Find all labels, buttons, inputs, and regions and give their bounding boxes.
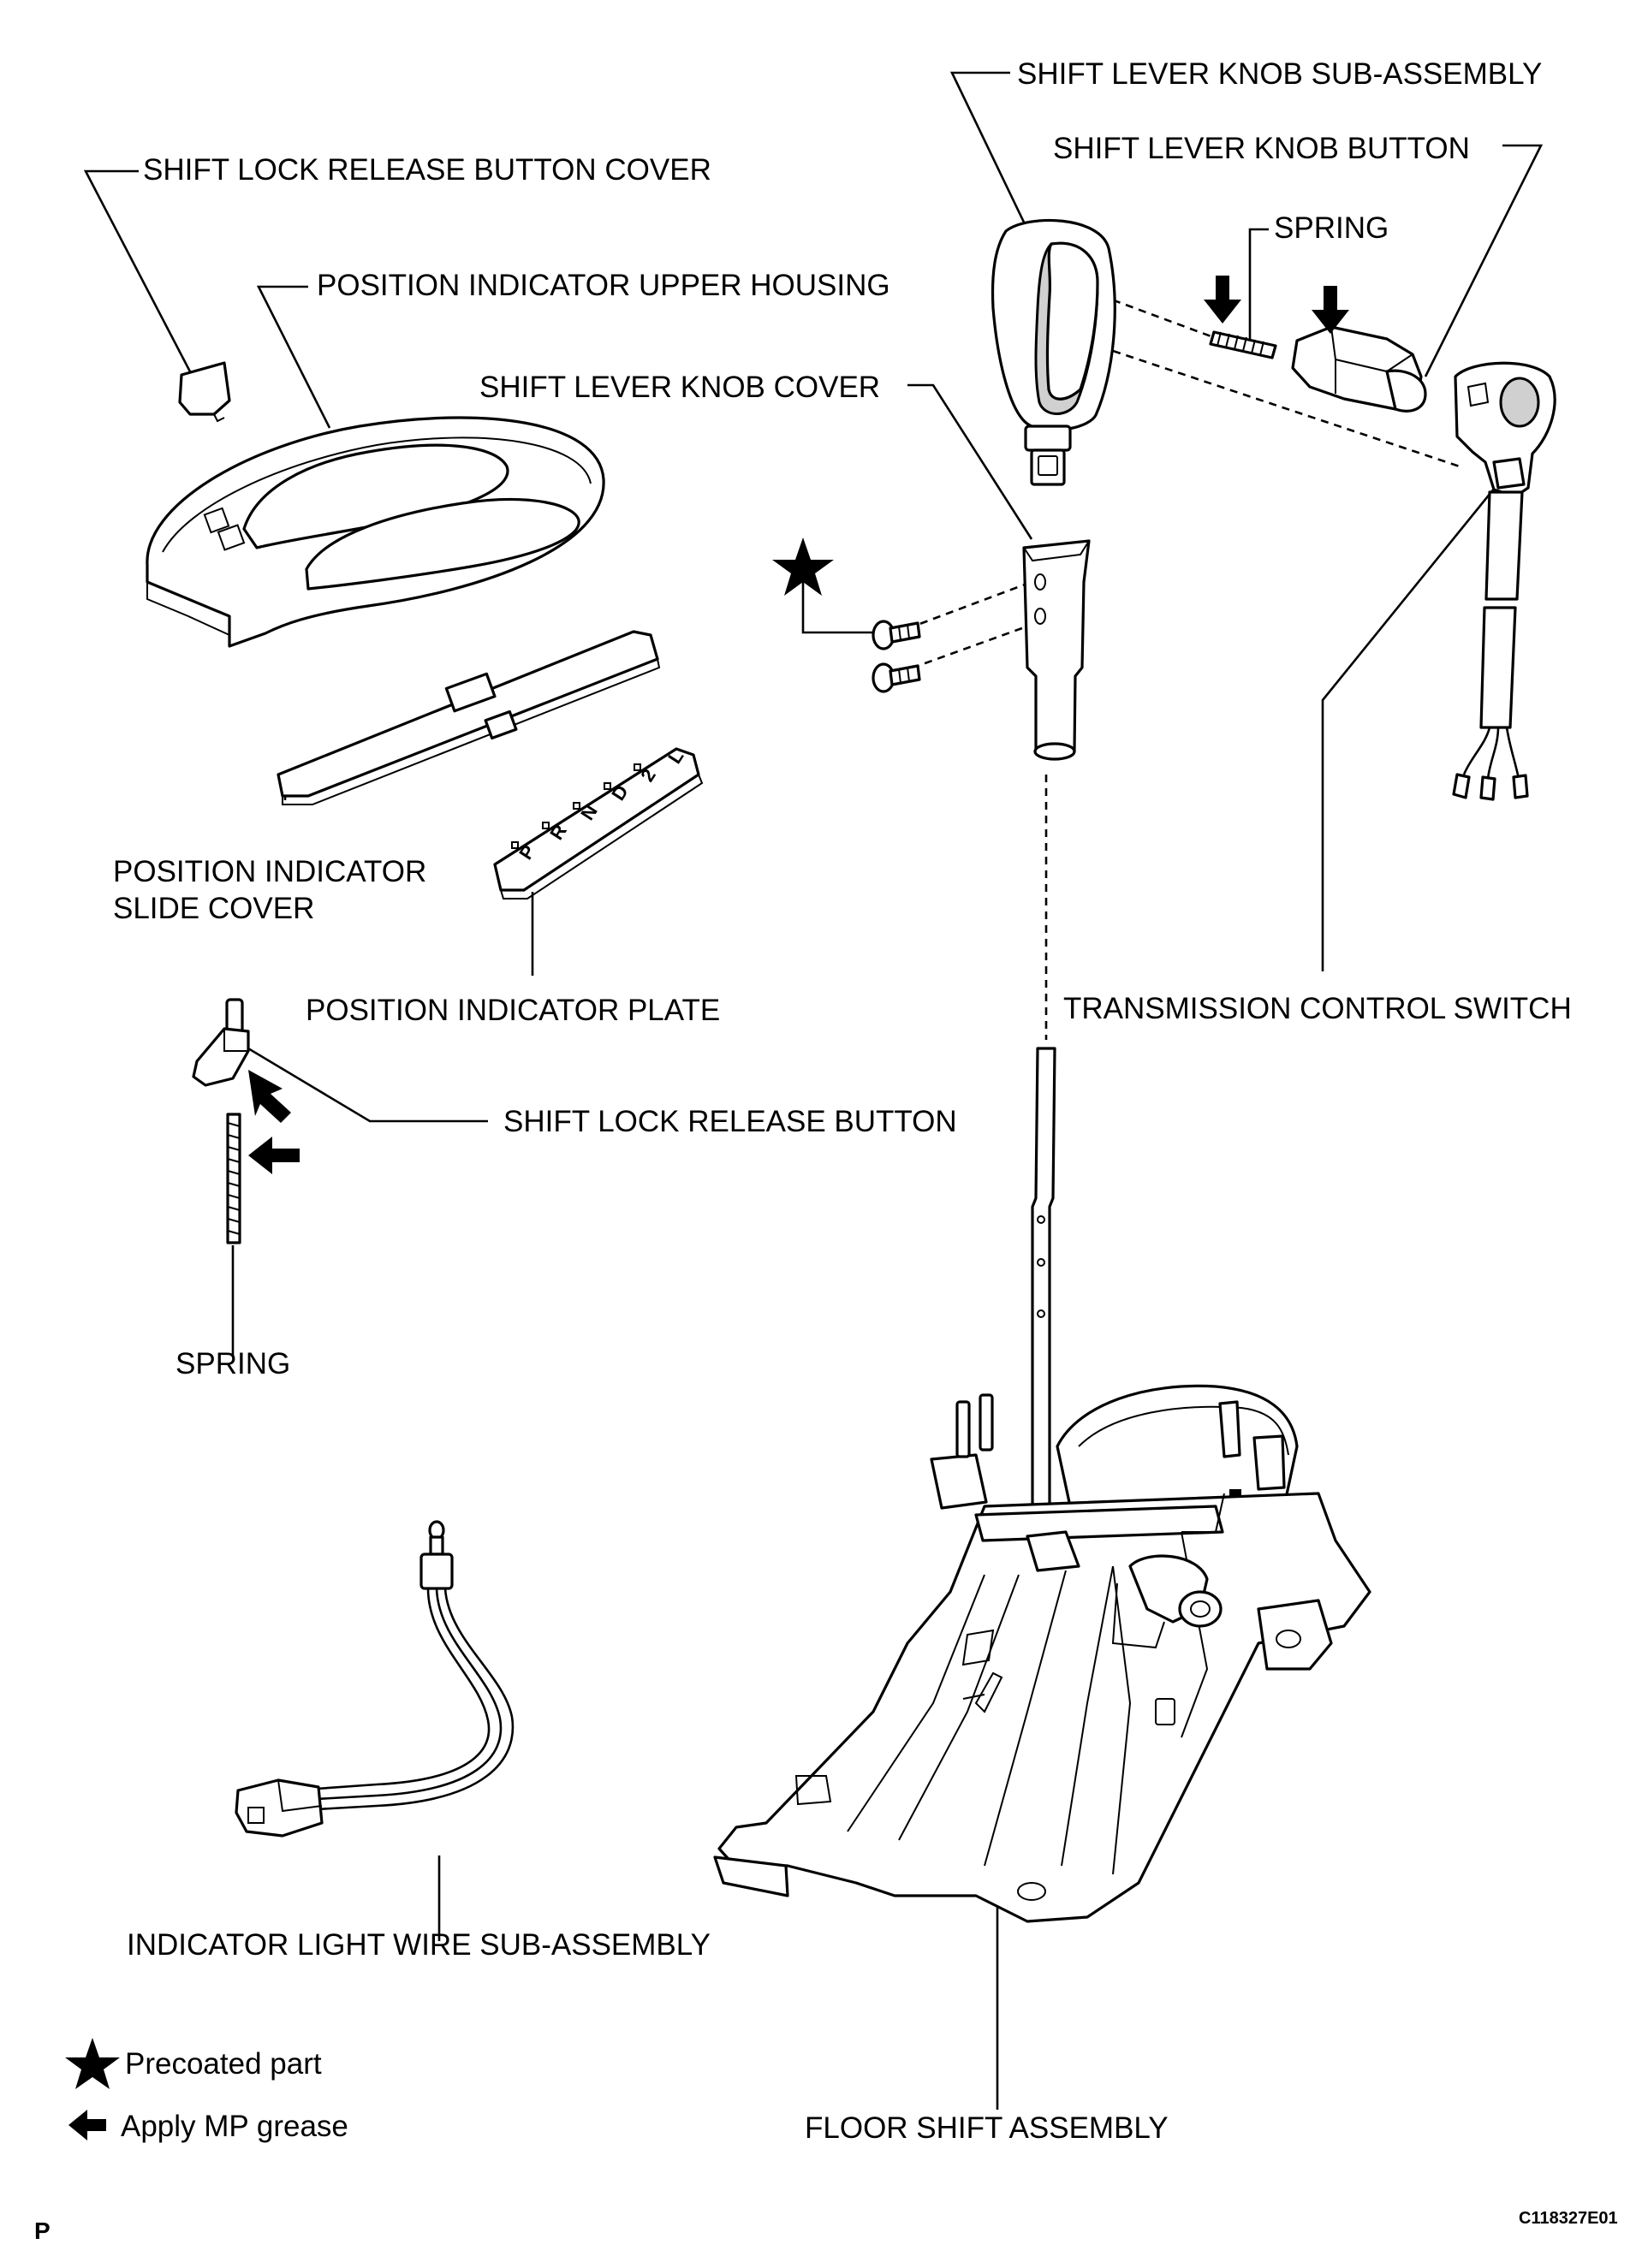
label-line: SLIDE COVER bbox=[113, 891, 315, 925]
page-code: P bbox=[34, 2218, 51, 2244]
label-shift-lever-knob-sub-assembly: SHIFT LEVER KNOB SUB-ASSEMBLY bbox=[1017, 57, 1543, 91]
position-indicator-plate: P R N D 2 L bbox=[493, 746, 704, 899]
shift-lock-release-button bbox=[192, 998, 250, 1087]
shift-lever-knob-sub-assembly bbox=[991, 218, 1116, 486]
leader-spring-top bbox=[1248, 228, 1269, 341]
label-position-indicator-slide-cover: POSITION INDICATOR SLIDE COVER bbox=[113, 854, 426, 927]
label-shift-lock-release-button: SHIFT LOCK RELEASE BUTTON bbox=[503, 1105, 957, 1138]
shift-lock-release-button-cover bbox=[178, 361, 231, 423]
label-line: POSITION INDICATOR bbox=[113, 855, 427, 888]
label-position-indicator-plate: POSITION INDICATOR PLATE bbox=[306, 994, 721, 1027]
figure-code: C118327E01 bbox=[1519, 2209, 1618, 2228]
legend-star-icon bbox=[65, 2038, 120, 2089]
leader-shift-lever-knob-sub-assembly bbox=[949, 71, 1029, 230]
indicator-light-wire-sub-assembly bbox=[235, 1520, 515, 1838]
legend-grease-text: Apply MP grease bbox=[121, 2110, 348, 2143]
position-indicator-upper-housing bbox=[146, 416, 605, 648]
alignment-lines bbox=[894, 294, 1461, 1040]
label-position-indicator-upper-housing: POSITION INDICATOR UPPER HOUSING bbox=[317, 269, 890, 302]
precoated-star-icon bbox=[772, 537, 834, 596]
leader-shift-lever-knob-button bbox=[1424, 144, 1544, 377]
label-shift-lever-knob-cover: SHIFT LEVER KNOB COVER bbox=[479, 371, 881, 404]
shift-lever-knob-cover bbox=[1022, 539, 1091, 761]
screw-icon bbox=[872, 620, 921, 650]
label-spring-top: SPRING bbox=[1274, 211, 1389, 245]
floor-shift-assembly bbox=[713, 1047, 1371, 1923]
label-floor-shift-assembly: FLOOR SHIFT ASSEMBLY bbox=[805, 2111, 1169, 2145]
spring-top bbox=[1209, 330, 1277, 359]
legend-grease-arrow-icon bbox=[68, 2110, 106, 2140]
grease-arrow-icon bbox=[1204, 276, 1349, 334]
legend-precoated-text: Precoated part bbox=[125, 2047, 322, 2081]
leader-precoated-bracket bbox=[801, 575, 875, 634]
leader-lines bbox=[83, 71, 1544, 2110]
spring-left bbox=[226, 1113, 241, 1244]
label-spring-left: SPRING bbox=[176, 1347, 291, 1380]
label-indicator-light-wire-sub-assembly: INDICATOR LIGHT WIRE SUB-ASSEMBLY bbox=[127, 1928, 711, 1962]
shift-lever-knob-button bbox=[1291, 325, 1427, 413]
label-transmission-control-switch: TRANSMISSION CONTROL SWITCH bbox=[1063, 992, 1572, 1025]
label-shift-lock-release-button-cover: SHIFT LOCK RELEASE BUTTON COVER bbox=[143, 153, 711, 187]
leader-shift-lock-release-button-cover bbox=[83, 169, 194, 377]
leader-position-indicator-upper-housing bbox=[256, 285, 331, 429]
label-shift-lever-knob-button: SHIFT LEVER KNOB BUTTON bbox=[1053, 132, 1470, 165]
position-indicator-slide-cover bbox=[277, 630, 661, 805]
screw-icon bbox=[872, 662, 921, 693]
leader-transmission-control-switch bbox=[1321, 483, 1500, 971]
transmission-control-switch bbox=[1452, 361, 1556, 801]
leader-shift-lever-knob-cover bbox=[907, 383, 1033, 540]
grease-arrow-icon bbox=[248, 1070, 300, 1174]
